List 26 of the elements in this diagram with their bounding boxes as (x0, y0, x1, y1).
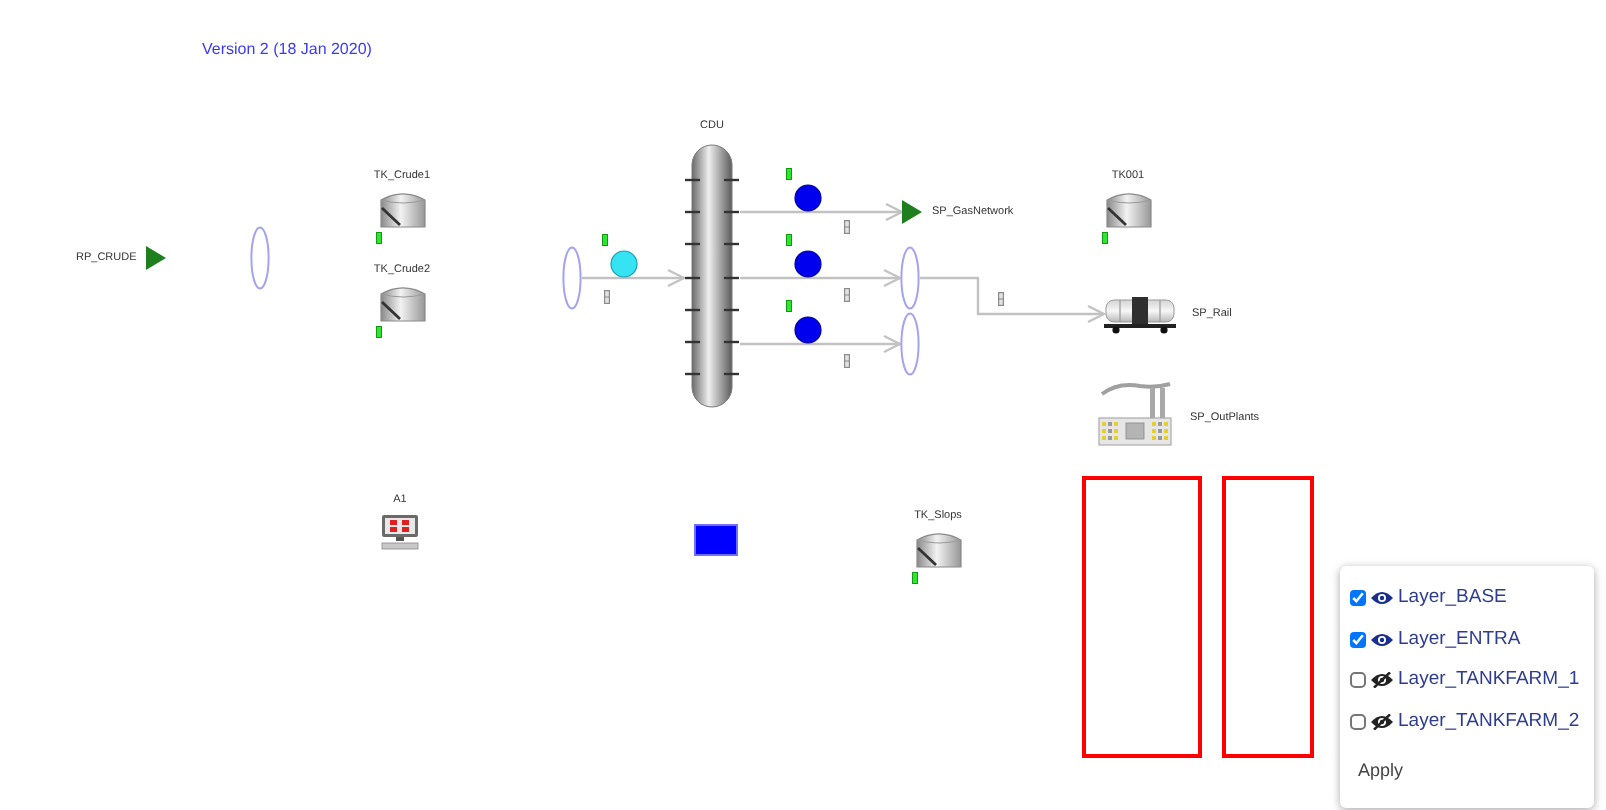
outline-rectangle (1082, 476, 1202, 758)
filled-rectangle (694, 524, 738, 556)
flow-arrow (920, 276, 1106, 324)
layer-name: Layer_BASE (1398, 586, 1507, 608)
pipe-line (740, 342, 808, 346)
flow-arrow (808, 334, 902, 354)
circle-node (794, 184, 822, 212)
circle-node (610, 250, 638, 278)
pipe-line (582, 276, 624, 280)
pipe-line (740, 210, 808, 214)
pipe-line (740, 276, 808, 280)
ellipse-node (562, 246, 582, 310)
ellipse-node (900, 312, 920, 376)
circle-node (794, 316, 822, 344)
version-title: Version 2 (18 Jan 2020) (202, 40, 372, 60)
ellipse-node (900, 246, 920, 310)
flow-arrow (624, 268, 686, 288)
layer-name: Layer_ENTRA (1398, 627, 1521, 649)
flow-arrow (808, 202, 904, 222)
layer-name: Layer_TANKFARM_1 (1398, 668, 1580, 690)
apply-button: Apply (1352, 756, 1410, 786)
flow-arrow (808, 268, 902, 288)
circle-node (794, 250, 822, 278)
layer-name: Layer_TANKFARM_2 (1398, 709, 1580, 731)
ellipse-node (250, 226, 270, 290)
outline-rectangle (1222, 476, 1314, 758)
